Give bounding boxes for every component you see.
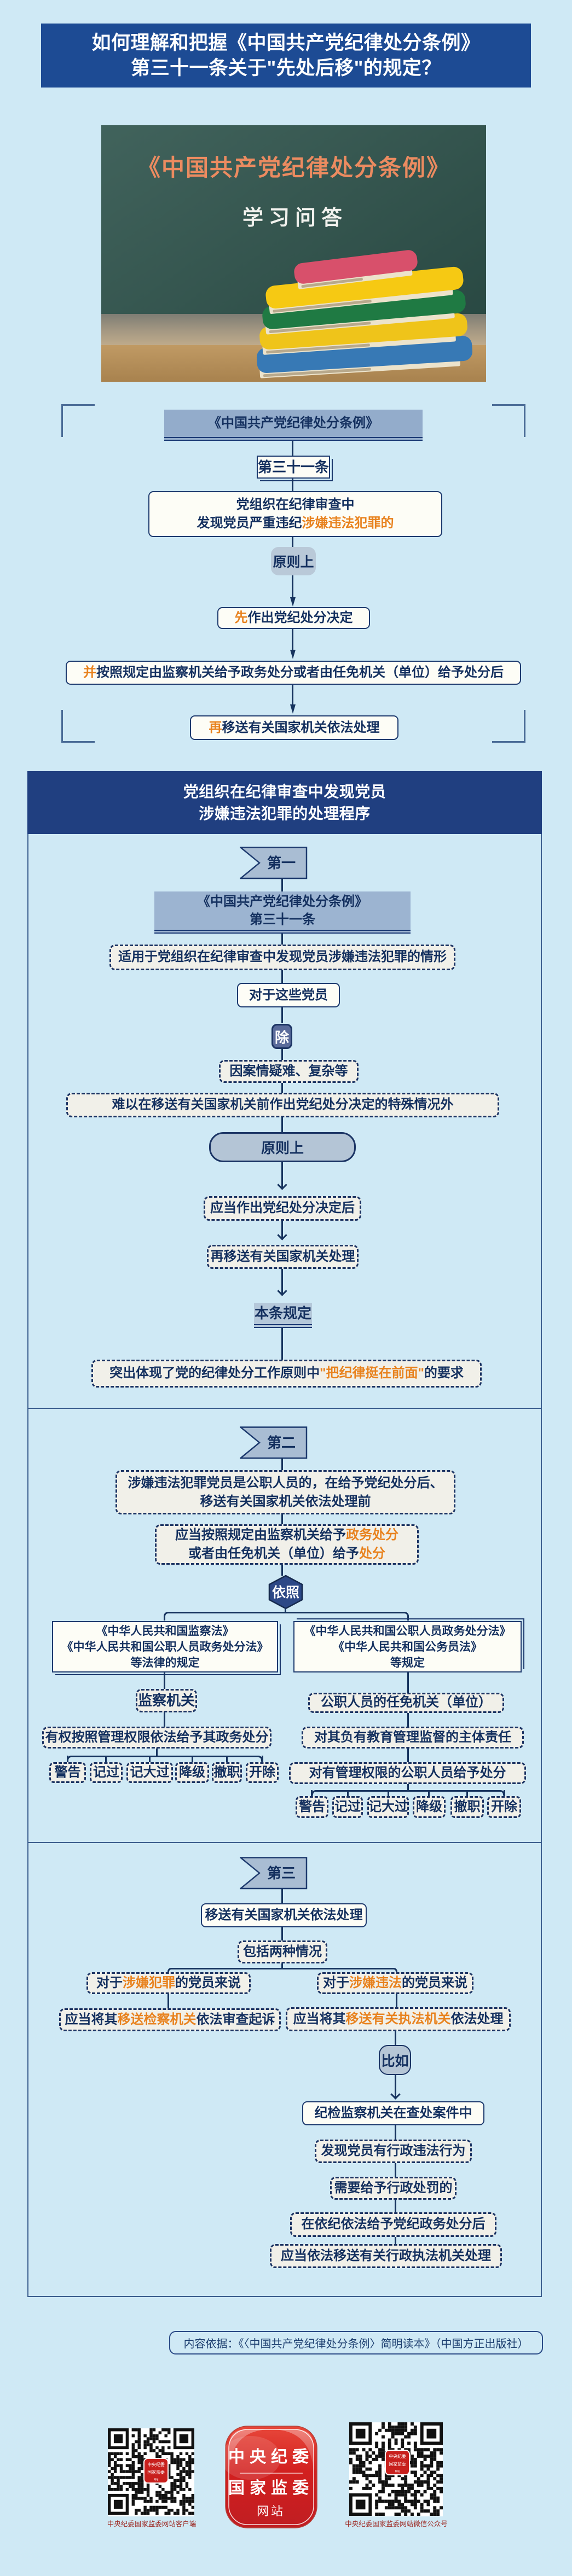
svg-text:网站: 网站: [395, 2469, 400, 2473]
svg-text:学习问答: 学习问答: [242, 206, 348, 230]
svg-text:国家监委: 国家监委: [389, 2461, 406, 2467]
svg-text:国家监委: 国家监委: [228, 2479, 314, 2497]
svg-text:依照: 依照: [272, 1584, 299, 1600]
svg-text:第三: 第三: [267, 1865, 296, 1881]
svg-text:中央纪委: 中央纪委: [389, 2453, 406, 2459]
svg-text:《中国共产党纪律处分条例》: 《中国共产党纪律处分条例》: [137, 155, 450, 180]
svg-text:网站: 网站: [154, 2478, 159, 2481]
svg-text:中央纪委: 中央纪委: [228, 2448, 314, 2466]
svg-text:第一: 第一: [267, 855, 296, 871]
svg-text:第二: 第二: [267, 1435, 296, 1451]
svg-text:国家监委: 国家监委: [147, 2469, 165, 2475]
svg-text:中央纪委: 中央纪委: [147, 2462, 165, 2467]
svg-text:网站: 网站: [257, 2504, 285, 2518]
